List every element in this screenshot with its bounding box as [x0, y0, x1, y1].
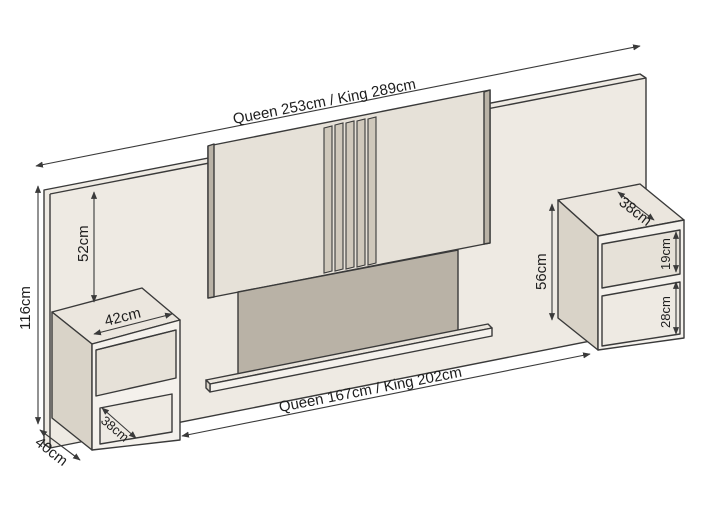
label-right-drawer-height: 19cm — [658, 238, 673, 270]
label-total-height: 116cm — [17, 286, 34, 330]
right-nightstand — [557, 183, 685, 351]
vertical-slats — [323, 116, 377, 274]
label-right-height: 56cm — [533, 253, 550, 290]
dimension-lines — [34, 44, 680, 461]
label-panel-height: 52cm — [75, 225, 92, 262]
label-right-niche-height: 28cm — [658, 296, 673, 328]
